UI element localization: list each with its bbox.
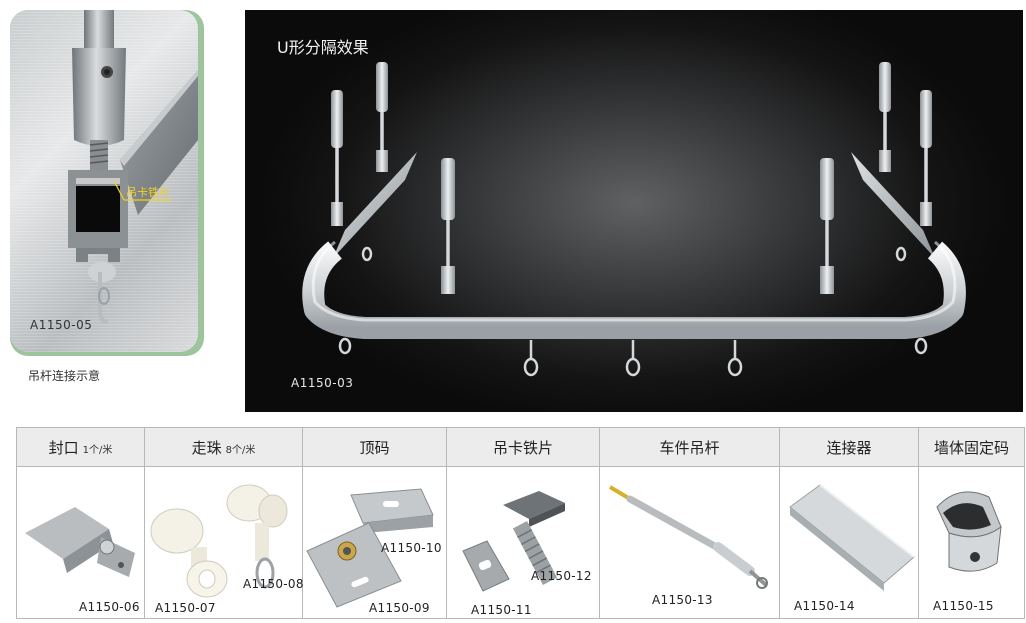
top-bracket-image	[306, 488, 434, 608]
part-header-hanging-rod: 车件吊杆	[599, 427, 780, 467]
wall-bracket-image	[936, 491, 1002, 572]
part-code: A1150-07	[155, 601, 216, 615]
part-header-connector: 连接器	[779, 427, 919, 467]
runner-image	[150, 484, 288, 598]
part-code: A1150-06	[79, 600, 140, 614]
part-code: A1150-14	[794, 599, 855, 613]
part-cell-connector: A1150-14	[779, 466, 919, 619]
part-header-wall-bracket: 墙体固定码	[918, 427, 1025, 467]
showcase-title: U形分隔效果	[277, 38, 369, 57]
part-code: A1150-13	[652, 593, 713, 607]
detail-caption: 吊杆连接示意	[28, 369, 101, 383]
part-code: A1150-11	[471, 603, 532, 617]
part-code: A1150-08	[243, 577, 304, 591]
part-code: A1150-09	[369, 601, 430, 615]
end-cap-image	[25, 507, 135, 577]
callout-label: 吊卡铁片	[126, 186, 170, 199]
showcase-product-code: A1150-03	[291, 376, 354, 390]
hanging-plate-image	[462, 491, 565, 592]
u-shape-track-illustration	[302, 62, 966, 377]
hanging-rod-image	[608, 485, 768, 589]
detail-product-code: A1150-05	[30, 318, 93, 332]
part-header-hanging-plate: 吊卡铁片	[446, 427, 600, 467]
part-cell-hanging-plate: A1150-12 A1150-11	[446, 466, 600, 619]
part-code: A1150-10	[381, 541, 442, 555]
part-cell-top-bracket: A1150-10 A1150-09	[302, 466, 447, 619]
curtain-hooks	[338, 246, 928, 377]
part-cell-wall-bracket: A1150-15	[918, 466, 1025, 619]
part-code: A1150-12	[531, 569, 592, 583]
detail-photo: 吊卡铁片 A1150-05	[10, 10, 198, 352]
u-shape-showcase: U形分隔效果 A1150-03	[245, 10, 1023, 412]
part-cell-runner: A1150-07 A1150-08	[144, 466, 304, 619]
part-cell-hanging-rod: A1150-13	[599, 466, 780, 619]
part-code: A1150-15	[933, 599, 994, 613]
part-cell-end-cap: A1150-06	[16, 466, 145, 619]
part-header-top-bracket: 顶码	[302, 427, 447, 467]
hanging-rods	[331, 62, 932, 294]
connector-image	[789, 484, 915, 591]
parts-image-row: A1150-06 A1150-07 A1150-08	[16, 466, 1025, 619]
rod-connection-detail-panel: 吊卡铁片 A1150-05	[10, 10, 204, 356]
rod-connection-illustration: 吊卡铁片	[68, 10, 198, 324]
